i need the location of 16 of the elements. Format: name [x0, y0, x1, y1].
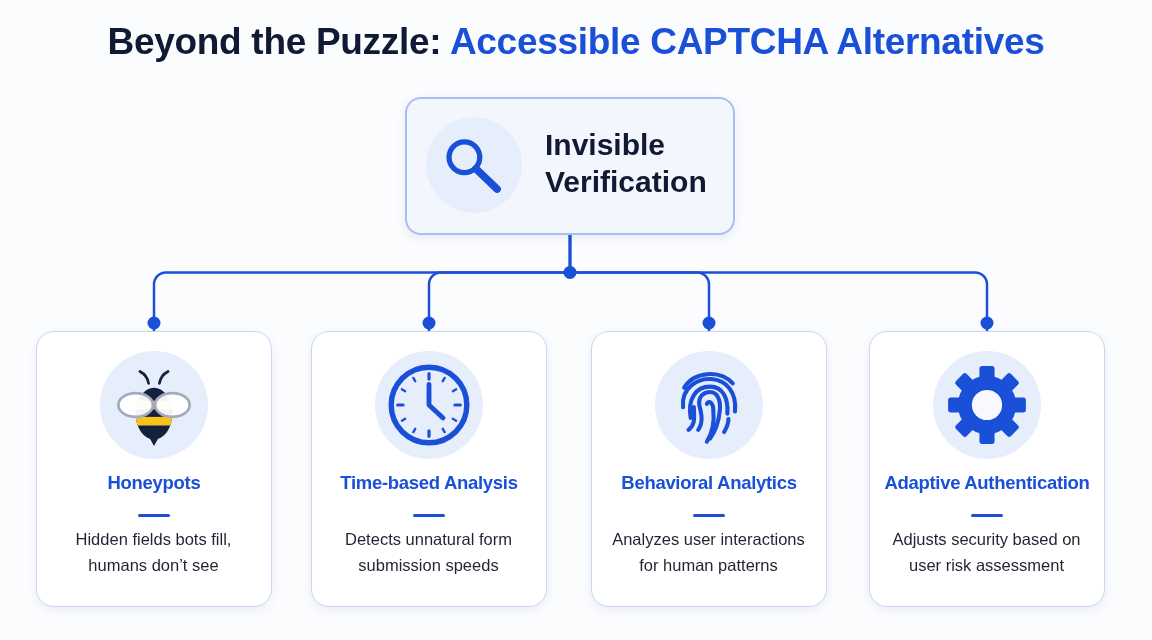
method-card: [591, 331, 827, 607]
method-card: [36, 331, 272, 607]
card-description: Adjusts security based on user risk assessment: [891, 529, 1082, 576]
method-card: [869, 331, 1105, 607]
heading: Invisible Verification: [545, 127, 708, 200]
category-card: [405, 97, 735, 235]
method-card: [311, 331, 547, 607]
card-description: Analyzes user interactions for human patterns: [611, 529, 806, 576]
title: Beyond the Puzzle: Accessible CAPTCHA Alternatives: [107, 20, 1045, 64]
card-title: Adaptive Authentication: [883, 471, 1091, 495]
connector-line: [568, 235, 994, 331]
card-title: Behavioral Analytics: [620, 471, 798, 495]
card-title: Honeypots: [106, 471, 202, 495]
card-title: Time-based Analysis: [339, 471, 519, 495]
card-description: Hidden fields bots fill, humans don’t see: [74, 529, 233, 576]
card-description: Detects unnatural form submission speeds: [344, 529, 513, 576]
